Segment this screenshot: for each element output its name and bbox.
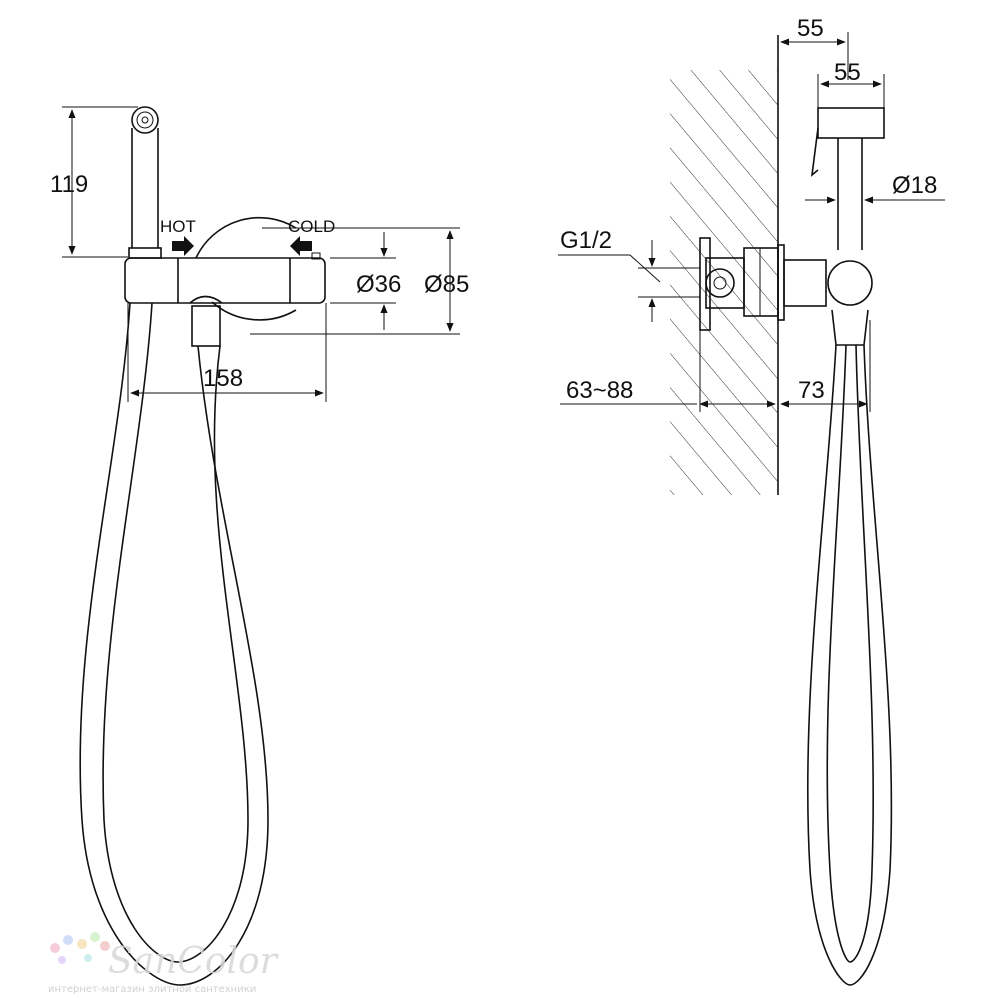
sprayer-head — [128, 106, 162, 259]
hose-holder — [827, 260, 873, 346]
concealed-valve — [699, 237, 827, 331]
svg-text:158: 158 — [203, 365, 243, 392]
svg-text:63~88: 63~88 — [566, 377, 633, 404]
front-view: HOT COLD 119 158 Ø36 — [50, 106, 469, 986]
svg-text:SanColor: SanColor — [108, 941, 279, 982]
svg-text:Ø85: Ø85 — [424, 271, 469, 298]
dim-projection-73: 73 — [780, 320, 871, 412]
dim-height-119: 119 — [50, 106, 138, 258]
wall-rosette — [195, 216, 297, 259]
dim-thread-g12: G1/2 — [558, 227, 700, 322]
watermark-logo: SanColor интернет-магазин элитной сантех… — [48, 932, 279, 995]
label-hot: HOT — [160, 217, 196, 236]
hose — [79, 302, 269, 986]
svg-text:73: 73 — [798, 377, 825, 404]
svg-text:55: 55 — [834, 59, 861, 86]
svg-text:интернет-магазин элитной санте: интернет-магазин элитной сантехники — [48, 984, 256, 995]
dim-diameter-36: Ø36 — [330, 232, 401, 330]
svg-text:Ø18: Ø18 — [892, 172, 937, 199]
svg-text:Ø36: Ø36 — [356, 271, 401, 298]
dim-width-158: 158 — [127, 303, 327, 402]
hot-arrow-icon — [172, 236, 194, 256]
sprayer-side — [810, 107, 885, 250]
dim-handle-18: Ø18 — [805, 172, 945, 204]
wall-section — [670, 35, 779, 495]
dim-depth-63-88: 63~88 — [560, 330, 776, 412]
cold-arrow-icon — [290, 236, 312, 256]
label-cold: COLD — [288, 217, 335, 236]
svg-text:G1/2: G1/2 — [560, 227, 612, 254]
svg-text:55: 55 — [797, 15, 824, 42]
dim-diameter-85: Ø85 — [250, 227, 469, 335]
side-view: 55 55 Ø18 G1/2 63~ — [558, 15, 945, 986]
valve-body — [124, 252, 326, 347]
svg-text:119: 119 — [50, 171, 88, 198]
hose-side — [806, 344, 893, 986]
dim-top-55-b: 55 — [817, 59, 885, 108]
dim-top-55-a: 55 — [780, 15, 849, 80]
